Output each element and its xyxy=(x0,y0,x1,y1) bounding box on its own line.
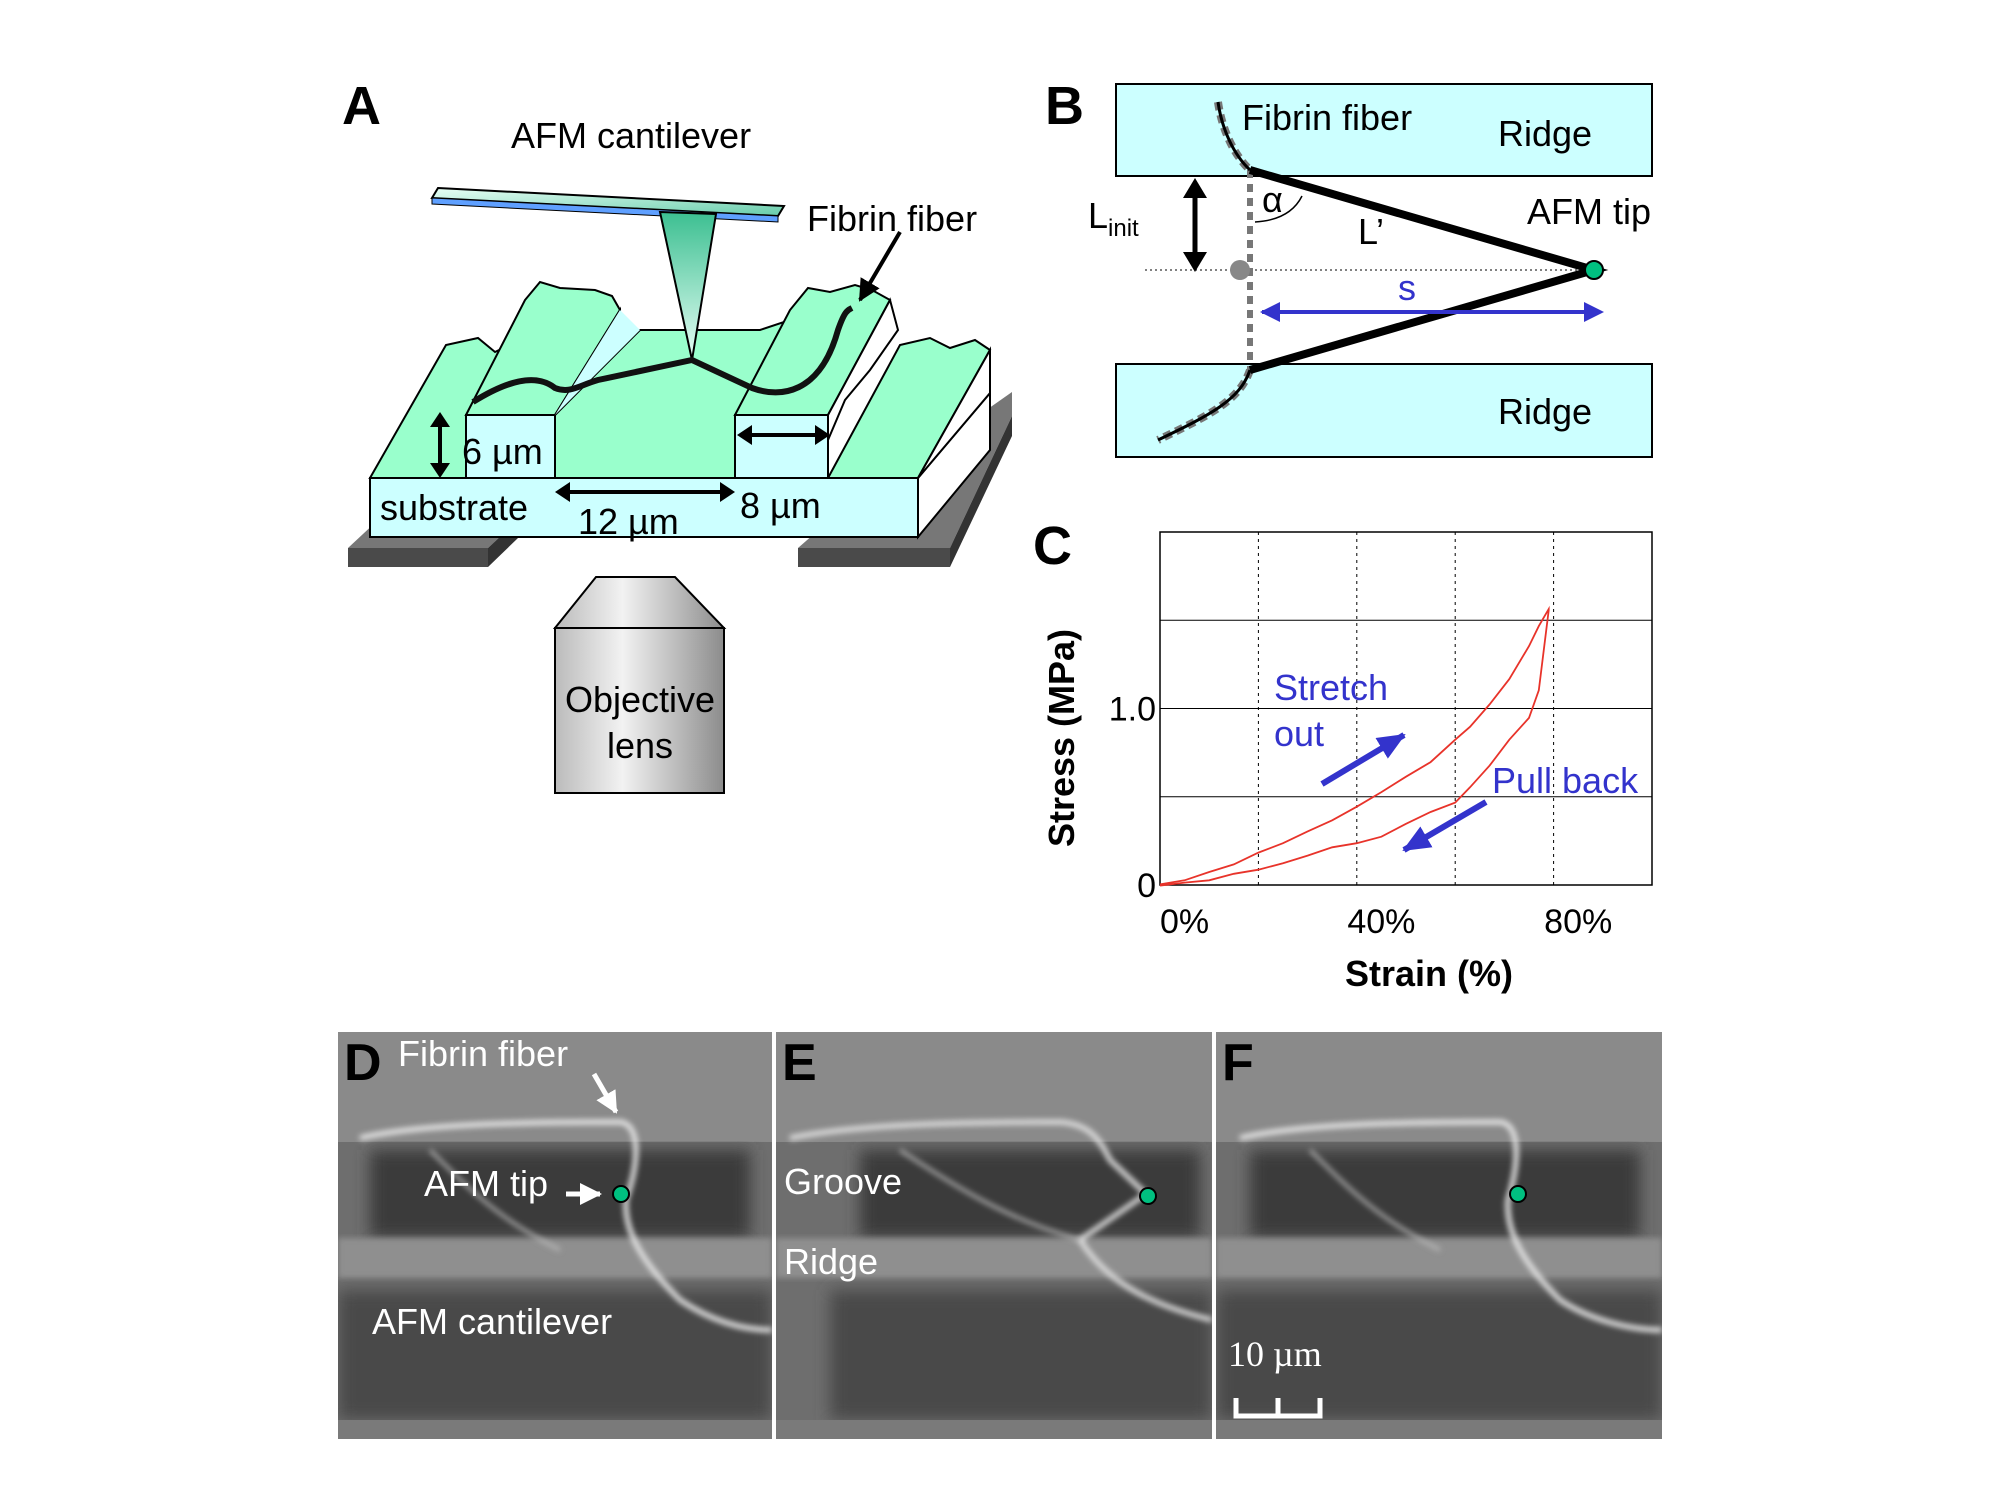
groove-wall-right xyxy=(734,414,829,479)
objective-label-1: Objective xyxy=(565,679,715,720)
y-tick-label-1: 1.0 xyxy=(1109,691,1156,729)
b-fiber-label: Fibrin fiber xyxy=(1242,97,1412,138)
ridge-top-block xyxy=(1115,83,1653,177)
stretch-label-2: out xyxy=(1274,713,1324,754)
x-tick-label-1: 40% xyxy=(1347,903,1415,941)
afm-cantilever xyxy=(430,186,786,361)
stress-strain-curve xyxy=(1159,605,1550,887)
e-tip-dot xyxy=(1139,1187,1157,1205)
linit-label: Linit xyxy=(1088,195,1139,242)
alpha-arc xyxy=(1254,195,1303,223)
panel-c-letter: C xyxy=(1033,516,1072,576)
fibrin-fiber-line xyxy=(471,305,854,405)
stretch-arrow xyxy=(1320,732,1406,787)
panel-b: B Fibrin fiber Ridge Ridge AFM tip Linit xyxy=(1045,76,1653,458)
pullback-label: Pull back xyxy=(1492,760,1639,801)
f-scale-label: 10 µm xyxy=(1228,1334,1322,1374)
lprime-label: L’ xyxy=(1358,211,1384,252)
y-ticks: 01.0 xyxy=(1109,691,1156,906)
x-axis-title: Strain (%) xyxy=(1345,953,1513,994)
stretch-label-1: Stretch xyxy=(1274,667,1388,708)
d-cantilever-label: AFM cantilever xyxy=(372,1301,612,1342)
ridge-width-label: 8 µm xyxy=(740,485,821,526)
e-groove-label: Groove xyxy=(784,1161,902,1202)
panel-d-letter: D xyxy=(344,1034,382,1092)
x-ticks: 0% 40% 80% xyxy=(1160,903,1612,941)
micrograph-e: E Groove Ridge xyxy=(776,1032,1212,1439)
panel-e-letter: E xyxy=(782,1034,817,1092)
b-ridge-top-label: Ridge xyxy=(1498,113,1592,154)
e-ridge-label: Ridge xyxy=(784,1241,878,1282)
panel-a-letter: A xyxy=(342,76,381,136)
dimension-arrows xyxy=(430,412,830,502)
panel-b-letter: B xyxy=(1045,76,1084,136)
d-fiber-label: Fibrin fiber xyxy=(398,1033,568,1074)
x-tick-label-0: 0% xyxy=(1160,903,1209,941)
cantilever-label: AFM cantilever xyxy=(511,115,751,156)
f-tip-dot xyxy=(1509,1185,1527,1203)
panel-c: C 0%40%80% 01.0 Strain (%) Stress (MPa) … xyxy=(1033,516,1653,994)
series-line-0 xyxy=(1159,605,1550,887)
initial-contact-dot xyxy=(1230,260,1250,280)
afm-tip-cone xyxy=(658,210,718,361)
micrograph-d: D Fibrin fiber AFM tip AFM cantilever xyxy=(338,1032,772,1439)
b-afm-tip-label: AFM tip xyxy=(1527,191,1651,232)
ridge-bottom-block xyxy=(1115,363,1653,458)
grid-y xyxy=(1160,619,1652,798)
micrograph-f: F 10 µm xyxy=(1216,1032,1662,1439)
panel-a: A xyxy=(342,76,1012,794)
afm-tip-dot xyxy=(1584,260,1604,280)
groove-width-label: 12 µm xyxy=(578,501,679,542)
fiber-label: Fibrin fiber xyxy=(807,198,977,239)
fiber-pointer-arrow xyxy=(858,230,902,302)
panel-f-letter: F xyxy=(1222,1034,1254,1092)
d-tip-label: AFM tip xyxy=(424,1163,548,1204)
y-axis-title: Stress (MPa) xyxy=(1041,629,1082,847)
scale-bar xyxy=(1233,1398,1323,1419)
objective-lens: Objective lens xyxy=(552,576,727,794)
d-tip-dot xyxy=(612,1185,630,1203)
objective-label-2: lens xyxy=(607,725,673,766)
b-ridge-bottom-label: Ridge xyxy=(1498,391,1592,432)
alpha-label: α xyxy=(1262,179,1283,220)
x-tick-label-2: 80% xyxy=(1544,903,1612,941)
ridge-back-2 xyxy=(733,283,900,441)
height-label: 6 µm xyxy=(462,431,543,472)
s-label: s xyxy=(1398,267,1416,308)
ridge-right xyxy=(826,336,992,479)
substrate-label: substrate xyxy=(380,487,528,528)
pullback-arrow xyxy=(1402,799,1488,853)
y-tick-label-0: 0 xyxy=(1137,867,1156,905)
